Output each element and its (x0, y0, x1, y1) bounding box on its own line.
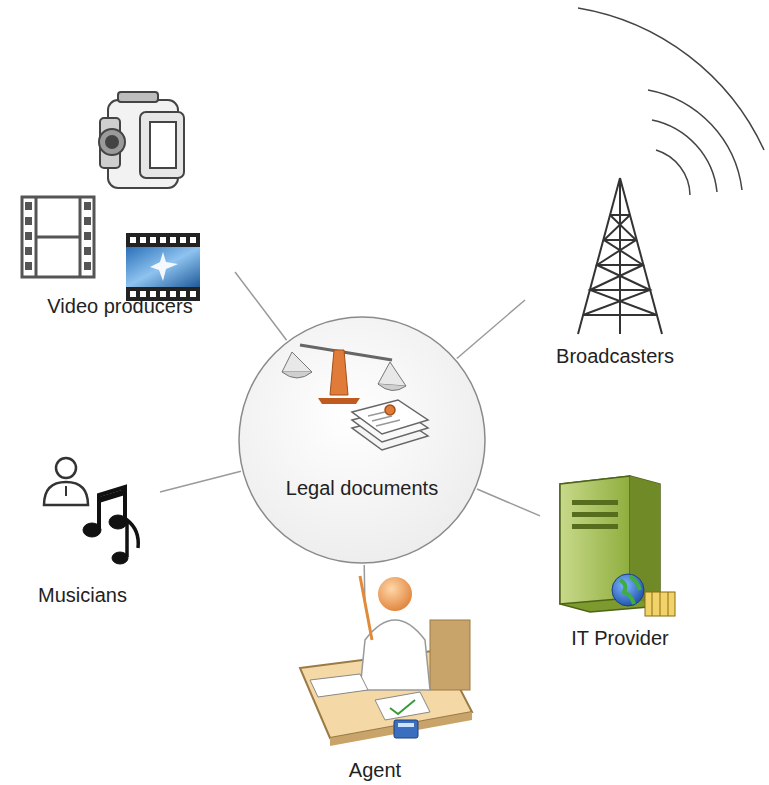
connector-line (160, 471, 241, 492)
musician-icon (44, 458, 138, 564)
connector-line (235, 272, 287, 340)
node-label: Broadcasters (556, 344, 674, 368)
node-label: IT Provider (571, 626, 668, 650)
film-strip-icon (22, 197, 94, 277)
hub-circle: Legal documents (237, 315, 487, 565)
connector-line (457, 300, 525, 359)
node-label: Agent (349, 758, 401, 782)
signal-waves (578, 8, 764, 195)
circle-outline (237, 315, 487, 565)
hub-icons (237, 315, 487, 565)
node-label: Video producers (47, 294, 192, 318)
connector-line (477, 489, 540, 516)
documents-icon (352, 400, 428, 450)
node-label: Legal documents (237, 476, 487, 500)
agent-node: Agent (275, 605, 475, 782)
producer-node: Video producers (5, 90, 235, 318)
broadcast-tower-icon (578, 178, 662, 334)
broadcaster-node: Broadcasters (525, 170, 705, 368)
video-clip-icon (126, 233, 200, 301)
it-provider-node: IT Provider (540, 470, 700, 650)
film-sprocket-holes (25, 202, 91, 270)
node-label: Musicians (38, 583, 127, 607)
camcorder-icon (99, 92, 184, 188)
musician-node: Musicians (5, 455, 160, 607)
server-icon (560, 476, 675, 616)
agent-at-desk-icon (300, 576, 472, 746)
scales-icon (282, 345, 406, 404)
